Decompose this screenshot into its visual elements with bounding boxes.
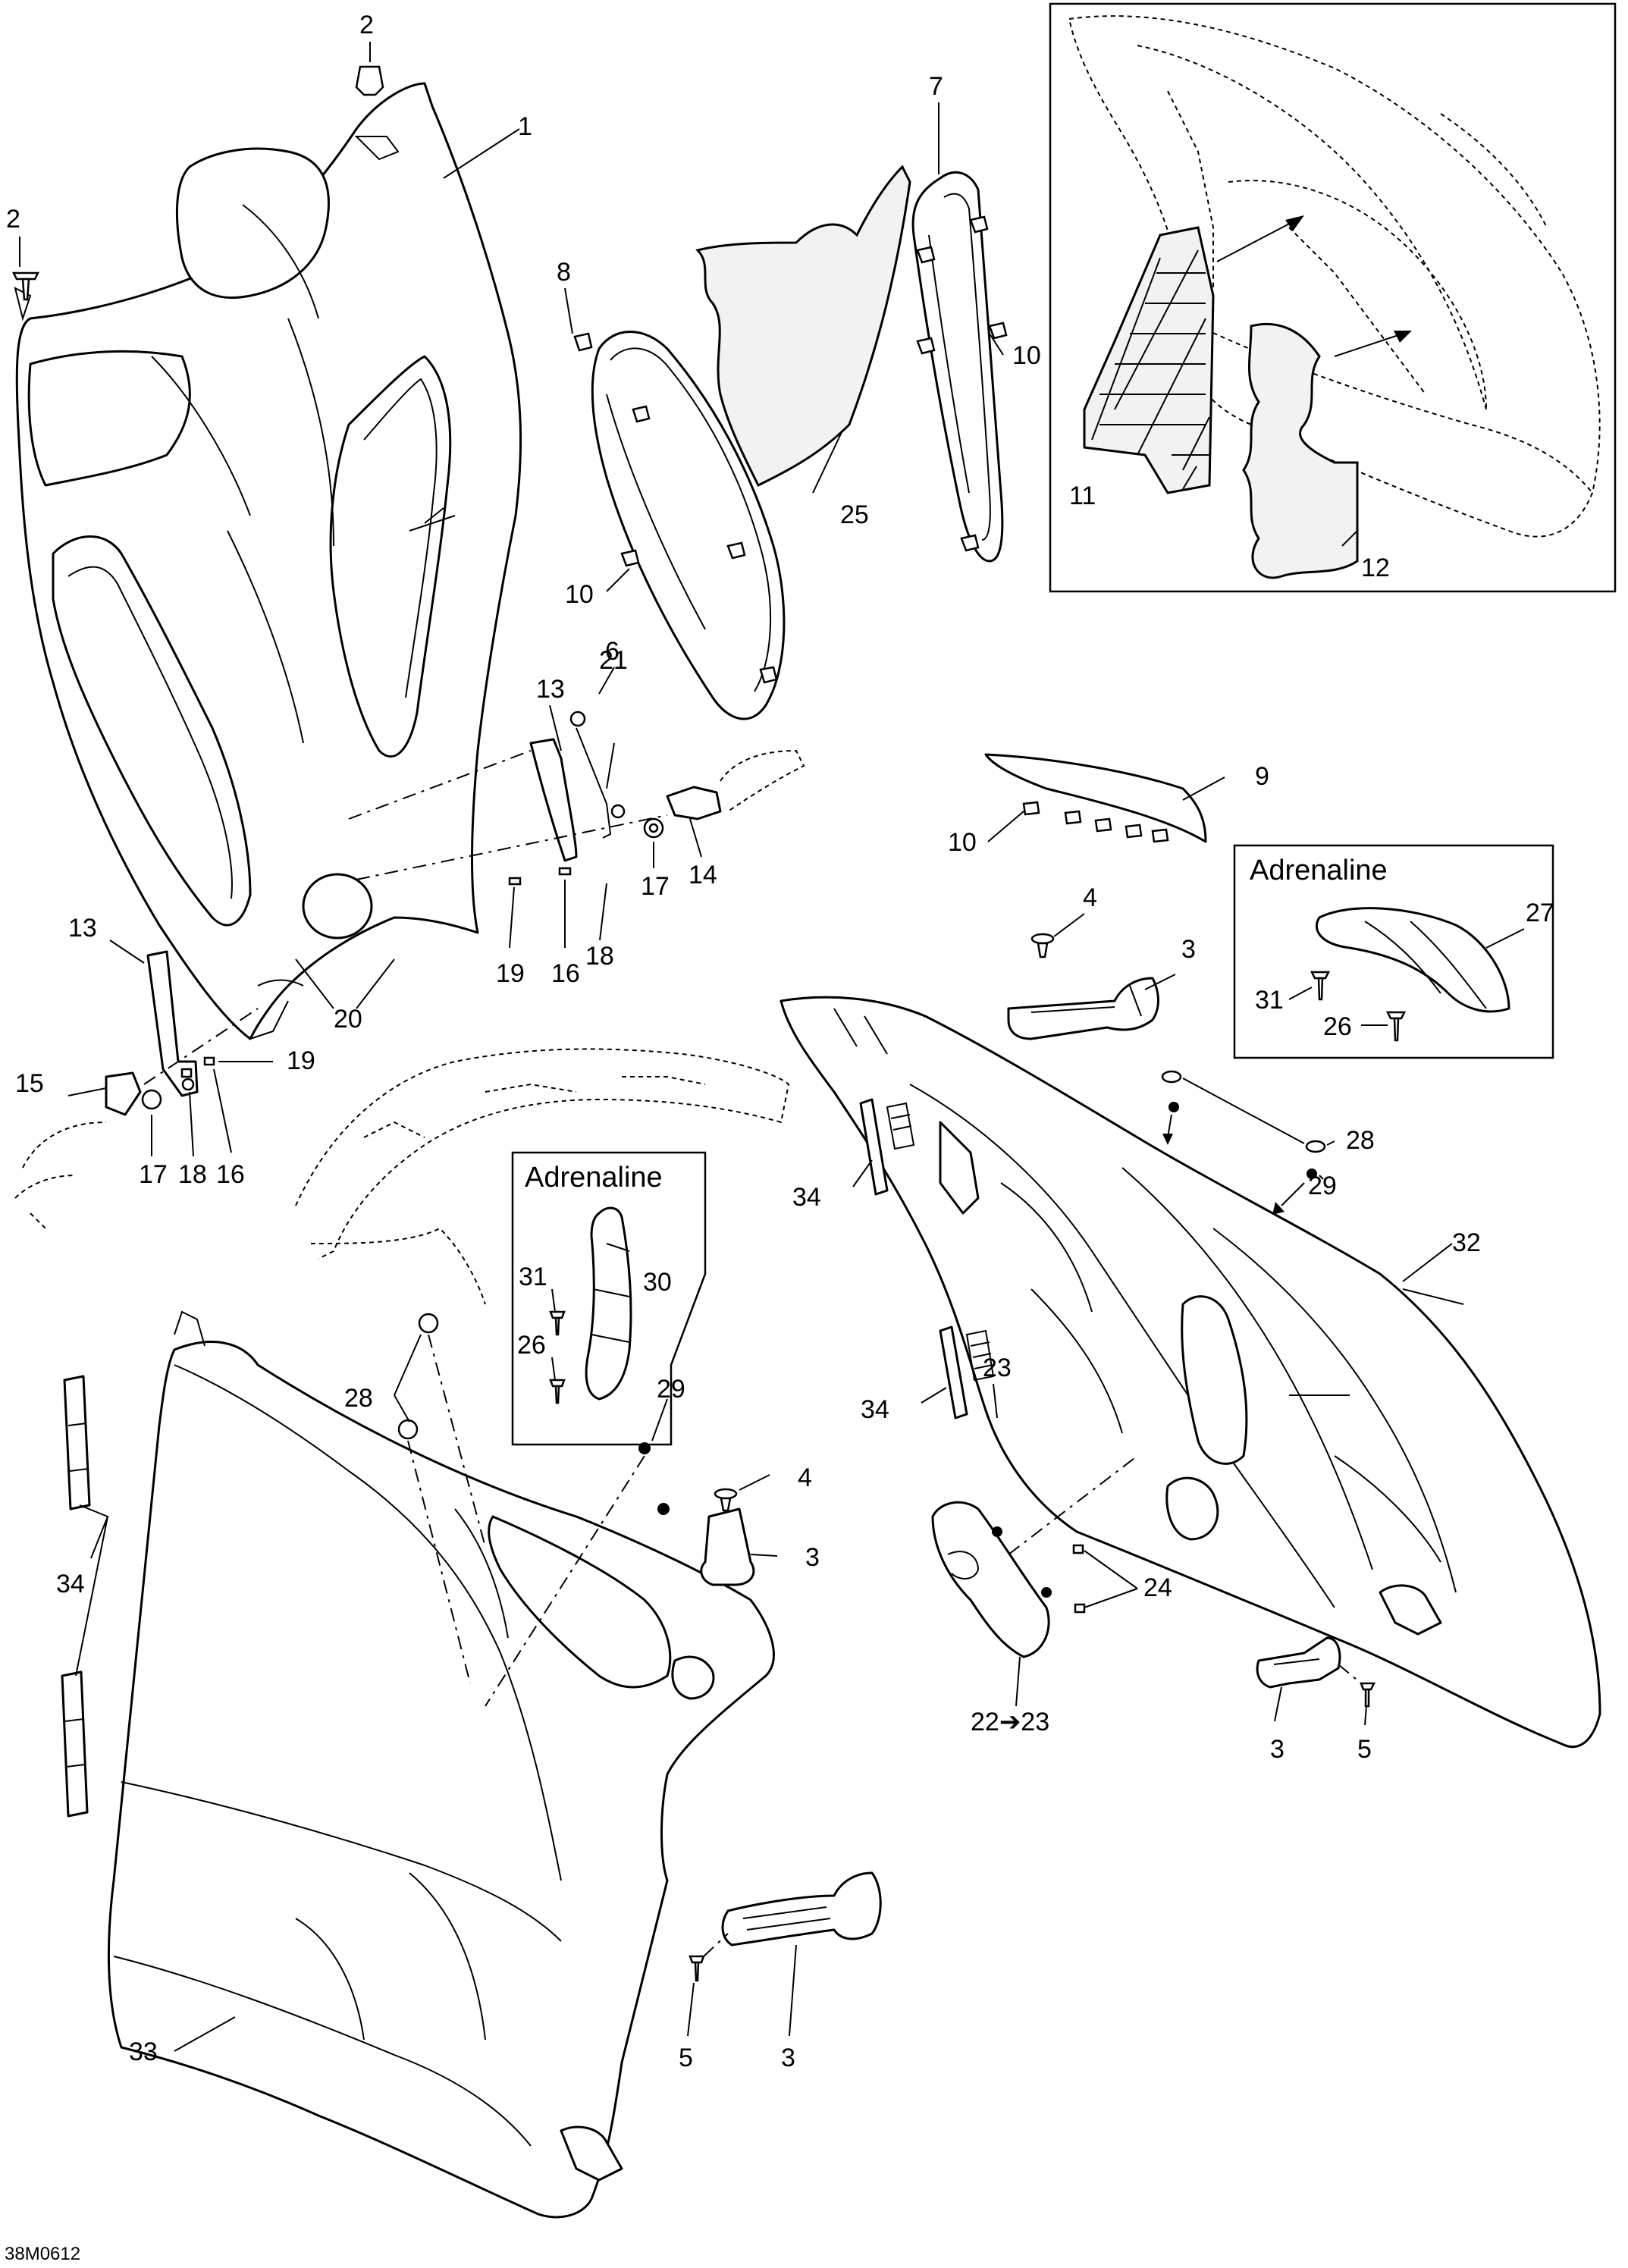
hinge-bracket-assembly-upper [348, 711, 805, 886]
callout-18: 18 [178, 1160, 207, 1189]
callout-13: 13 [536, 675, 565, 704]
side-panel-right-32 [779, 996, 1601, 1749]
handle-3-lower-grip [689, 1871, 882, 1982]
screws-31-26-left [549, 1310, 566, 1404]
callout-7: 7 [929, 72, 943, 101]
callout-12: 12 [1361, 554, 1390, 582]
trim-piece-27 [1315, 907, 1510, 1013]
callout-25: 25 [840, 500, 869, 529]
callout-3: 3 [1270, 1735, 1285, 1764]
callout-5: 5 [679, 2044, 693, 2072]
cap-4-upper [1030, 933, 1055, 958]
callout-26: 26 [1323, 1012, 1352, 1041]
ghost-frame-center [295, 1048, 790, 1305]
side-panel-upper [14, 82, 522, 1040]
callout-19: 19 [287, 1046, 315, 1075]
foam-panel-25 [695, 165, 911, 488]
callout-17: 17 [641, 872, 670, 901]
callout-34: 34 [792, 1183, 821, 1212]
variant-inset-box-right [1233, 844, 1554, 1059]
callout-19: 19 [496, 959, 525, 988]
clips-10 [573, 215, 1008, 684]
callout-34: 34 [861, 1395, 889, 1424]
callout-16: 16 [551, 959, 580, 988]
callout-11: 11 [1069, 482, 1096, 510]
vent-grille-8 [591, 331, 786, 720]
trim-piece-30 [585, 1206, 632, 1401]
bracket-22 [931, 1455, 1138, 1658]
seal-strips-34-left [61, 1375, 91, 1818]
seal-strips-34-right [859, 1098, 995, 1419]
callout-31: 31 [1255, 986, 1284, 1015]
side-panel-lower-33 [107, 1310, 775, 2219]
inset-ghost-body [1068, 15, 1601, 538]
callout-3: 3 [805, 1543, 820, 1572]
callout-4: 4 [1083, 883, 1097, 912]
callout-3: 3 [781, 2044, 795, 2072]
leader-lines [19, 42, 1525, 2052]
callout-20: 20 [334, 1005, 362, 1034]
trim-strip-9 [984, 753, 1207, 843]
inset-arrows [1216, 215, 1412, 357]
callout-34: 34 [56, 1570, 85, 1598]
callout-16: 16 [216, 1160, 245, 1189]
variant-label-right: Adrenaline [1250, 855, 1388, 886]
callout-4: 4 [798, 1463, 812, 1492]
vent-grille-7 [911, 171, 1004, 563]
variant-label-left: Adrenaline [525, 1162, 663, 1194]
callout-10: 10 [1012, 341, 1041, 370]
callout-17: 17 [139, 1160, 168, 1189]
callout-32: 32 [1452, 1228, 1481, 1257]
callout-30: 30 [643, 1268, 672, 1297]
callout-33: 33 [129, 2037, 158, 2066]
callout-10: 10 [565, 580, 594, 609]
callout-14: 14 [689, 861, 717, 889]
callout-2: 2 [359, 11, 374, 39]
callout-24: 24 [1143, 1573, 1172, 1602]
foam-block-12 [1242, 322, 1359, 579]
handle-3-upper [1007, 977, 1159, 1040]
callout-labels: 1 2 2 3 3 3 3 4 4 5 5 6 7 8 9 10 10 10 1… [6, 11, 1554, 2072]
hardware-rivet-left [11, 271, 40, 301]
callout-29: 29 [1308, 1172, 1337, 1200]
callout-6: 6 [605, 637, 620, 666]
callout-21: 21 [599, 646, 628, 675]
fasteners-28-29-left [397, 1313, 670, 1707]
handle-3-right-lower [1256, 1636, 1376, 1708]
drawing-code: 38M0612 [5, 2244, 80, 2264]
callout-27: 27 [1526, 899, 1554, 927]
screws-31-26-right [1310, 971, 1407, 1042]
callout-1: 1 [518, 112, 532, 141]
callout-22-arrow-23: 22➔23 [971, 1708, 1049, 1736]
callout-15: 15 [15, 1069, 44, 1098]
callout-29: 29 [657, 1375, 685, 1404]
callout-31: 31 [519, 1263, 547, 1291]
callout-28: 28 [344, 1384, 373, 1413]
fasteners-28-29-right [1161, 1070, 1326, 1215]
callout-8: 8 [557, 258, 571, 287]
callout-9: 9 [1255, 762, 1269, 791]
callout-10: 10 [948, 828, 977, 857]
callout-18: 18 [585, 942, 614, 971]
foam-grid-pad [1083, 226, 1215, 494]
callout-26: 26 [517, 1331, 546, 1360]
hardware-clip-top [355, 65, 384, 96]
callout-3: 3 [1181, 935, 1196, 964]
callout-2: 2 [6, 205, 20, 234]
callout-28: 28 [1346, 1126, 1375, 1155]
hinge-bracket-assembly-lower [14, 950, 259, 1229]
callout-23: 23 [983, 1354, 1012, 1382]
callout-5: 5 [1357, 1735, 1372, 1764]
handle-3-left-mid [700, 1488, 755, 1586]
detail-inset-box [1049, 2, 1617, 593]
callout-13: 13 [68, 914, 97, 943]
variant-inset-box-left [511, 1151, 707, 1446]
